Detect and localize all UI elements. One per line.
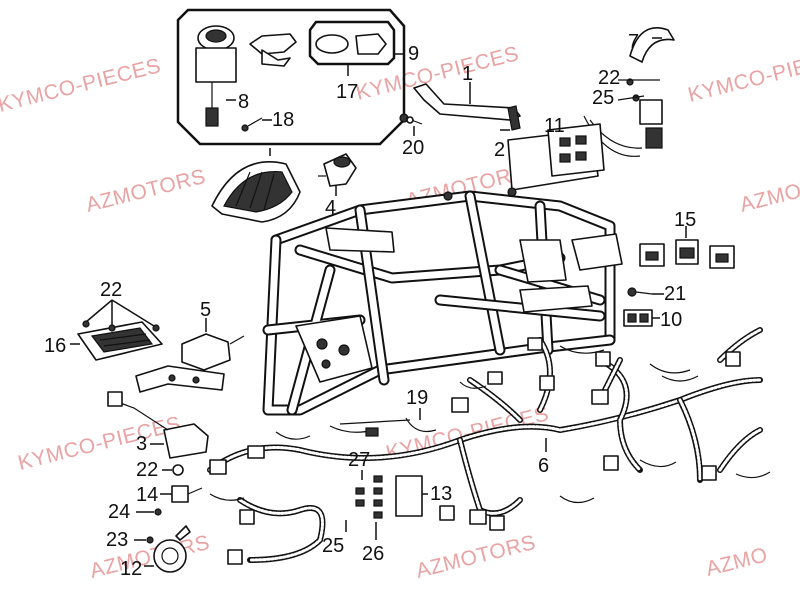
screw-icon (134, 536, 154, 544)
washer-icon (162, 464, 184, 476)
ecu-bracket-icon (135, 365, 225, 393)
regulator-icon (181, 318, 245, 371)
starter-relay-icon (160, 485, 203, 503)
watermark: AZMOTORS (84, 165, 209, 217)
callout-2: 2 (494, 139, 505, 161)
relay-set-icon (639, 226, 735, 269)
screw-icon (241, 117, 263, 132)
atv-frame (262, 123, 623, 416)
callout-5: 5 (200, 299, 211, 321)
callout-22-left: 22 (100, 279, 122, 301)
callout-26: 26 (362, 543, 384, 565)
callout-4: 4 (325, 197, 336, 219)
callout-23: 23 (106, 529, 128, 551)
callout-17: 17 (336, 81, 358, 103)
horn-icon (144, 525, 191, 573)
callout-21: 21 (664, 283, 686, 305)
cdi-unit-icon (107, 391, 209, 459)
callout-22-bottom: 22 (136, 459, 158, 481)
relay-bracket-icon (566, 78, 663, 157)
callout-15: 15 (674, 209, 696, 231)
watermark: AZMOTORS (738, 165, 800, 217)
front-cover-icon (211, 148, 301, 223)
watermark: AZMO (704, 543, 770, 580)
clip-set-icon (345, 470, 428, 540)
ignition-set-group (176, 8, 406, 146)
callout-11: 11 (544, 115, 565, 137)
callout-18: 18 (272, 109, 294, 131)
watermark: AZMOTORS (414, 531, 539, 583)
carry-handle-icon (629, 27, 675, 63)
callout-27: 27 (348, 449, 370, 471)
frame-plates (295, 123, 623, 383)
callout-6: 6 (538, 455, 549, 477)
clamp-19-icon (339, 408, 421, 437)
callout-19: 19 (406, 387, 428, 409)
seat-lock-icon (315, 33, 387, 55)
callout-25-top: 25 (592, 87, 614, 109)
callout-25-bottom: 25 (322, 535, 344, 557)
callout-12: 12 (120, 558, 142, 580)
socket-icon (318, 153, 357, 196)
group-outline (176, 8, 406, 146)
callout-8: 8 (238, 91, 249, 113)
callout-20: 20 (402, 137, 424, 159)
watermark: KYMCO-PIECES (0, 54, 163, 117)
callout-14: 14 (136, 484, 158, 506)
holder-strap-icon (413, 82, 521, 131)
callout-7: 7 (628, 31, 639, 53)
wire-harness (207, 327, 763, 563)
callout-22-top: 22 (598, 67, 620, 89)
key-icon (249, 33, 297, 67)
screw-icon (136, 508, 162, 516)
ignition-switch-icon (195, 25, 237, 127)
fuse-holder-icon (623, 309, 660, 327)
screw-icon (627, 287, 664, 297)
callout-16: 16 (44, 335, 66, 357)
callout-3: 3 (136, 433, 147, 455)
harness-connectors (209, 337, 741, 565)
callouts: 1 2 3 4 5 6 7 8 9 10 11 12 13 14 15 16 1… (44, 31, 696, 580)
callout-10: 10 (660, 309, 682, 331)
watermark: KYMCO-PIECES (686, 44, 800, 107)
bolt-icon (399, 113, 423, 136)
ecu-unit-icon (70, 299, 163, 361)
callout-1: 1 (462, 63, 473, 85)
subgroup-outline (308, 20, 396, 66)
callout-9: 9 (408, 43, 419, 65)
callout-13: 13 (430, 483, 452, 505)
callout-24: 24 (108, 501, 130, 523)
